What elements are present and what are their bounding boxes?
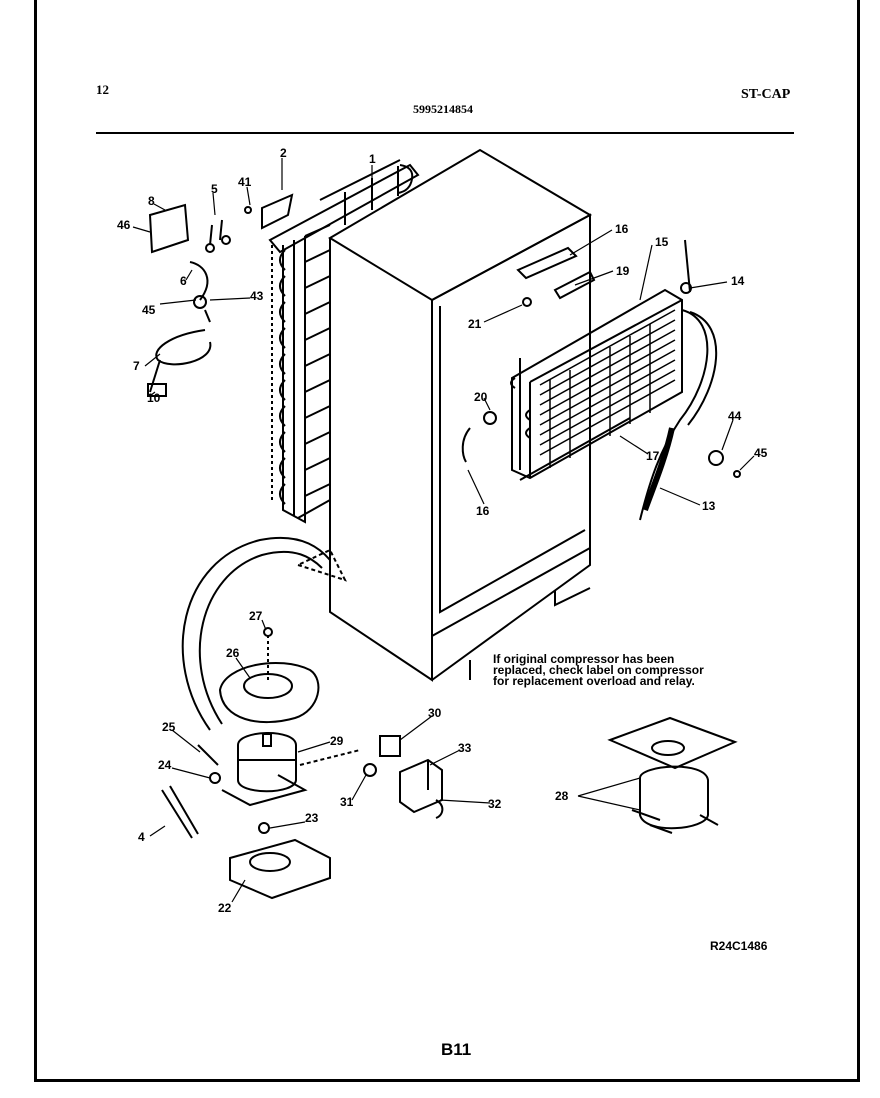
replacement-compressor bbox=[607, 716, 738, 834]
callout-30: 30 bbox=[428, 706, 442, 720]
diagram-reference: R24C1486 bbox=[710, 939, 768, 953]
callout-8: 8 bbox=[148, 194, 155, 208]
callout-27: 27 bbox=[249, 609, 263, 623]
evaporator bbox=[510, 288, 683, 481]
callout-5: 5 bbox=[211, 182, 218, 196]
callout-32: 32 bbox=[488, 797, 502, 811]
callout-24: 24 bbox=[158, 758, 172, 772]
callout-26: 26 bbox=[226, 646, 240, 660]
page-code: B11 bbox=[441, 1040, 472, 1059]
suction-tube bbox=[639, 309, 718, 521]
callout-16-top: 16 bbox=[615, 222, 629, 236]
callout-2: 2 bbox=[280, 146, 287, 160]
leader-lines bbox=[132, 158, 755, 903]
section-code: ST-CAP bbox=[741, 87, 791, 102]
callout-16-bottom: 16 bbox=[476, 504, 490, 518]
callout-28: 28 bbox=[555, 789, 569, 803]
condenser-coil bbox=[268, 159, 420, 524]
callout-45-left: 45 bbox=[142, 303, 156, 317]
callout-33: 33 bbox=[458, 741, 472, 755]
model-number: 5995214854 bbox=[413, 102, 473, 116]
callout-10: 10 bbox=[147, 391, 161, 405]
callout-labels: 1 2 41 8 5 46 6 45 43 7 10 16 15 19 14 2… bbox=[117, 146, 768, 915]
callout-7: 7 bbox=[133, 359, 140, 373]
callout-29: 29 bbox=[330, 734, 344, 748]
callout-44: 44 bbox=[728, 409, 742, 423]
callout-43: 43 bbox=[250, 289, 264, 303]
compressor-note: If original compressor has been replaced… bbox=[493, 652, 704, 688]
routing-arrow bbox=[181, 536, 347, 731]
callout-22: 22 bbox=[218, 901, 232, 915]
callout-25: 25 bbox=[162, 720, 176, 734]
callout-17: 17 bbox=[646, 449, 660, 463]
callout-19: 19 bbox=[616, 264, 630, 278]
callout-31: 31 bbox=[340, 795, 354, 809]
callout-46-top: 46 bbox=[117, 218, 131, 232]
callout-14: 14 bbox=[731, 274, 745, 288]
callout-20: 20 bbox=[474, 390, 488, 404]
callout-23: 23 bbox=[305, 811, 319, 825]
callout-1: 1 bbox=[369, 152, 376, 166]
callout-41: 41 bbox=[238, 175, 252, 189]
callout-15: 15 bbox=[655, 235, 669, 249]
upper-small-parts bbox=[147, 193, 294, 397]
compressor-assembly bbox=[161, 627, 361, 900]
callout-21: 21 bbox=[468, 317, 482, 331]
relay-overload bbox=[363, 735, 444, 819]
page-border bbox=[34, 0, 860, 1082]
refrigerator-cabinet bbox=[297, 148, 593, 682]
callout-6: 6 bbox=[180, 274, 187, 288]
page-number: 12 bbox=[96, 82, 109, 97]
callout-4: 4 bbox=[138, 830, 145, 844]
callout-13: 13 bbox=[702, 499, 716, 513]
callout-45-right: 45 bbox=[754, 446, 768, 460]
header-rule bbox=[96, 132, 794, 134]
